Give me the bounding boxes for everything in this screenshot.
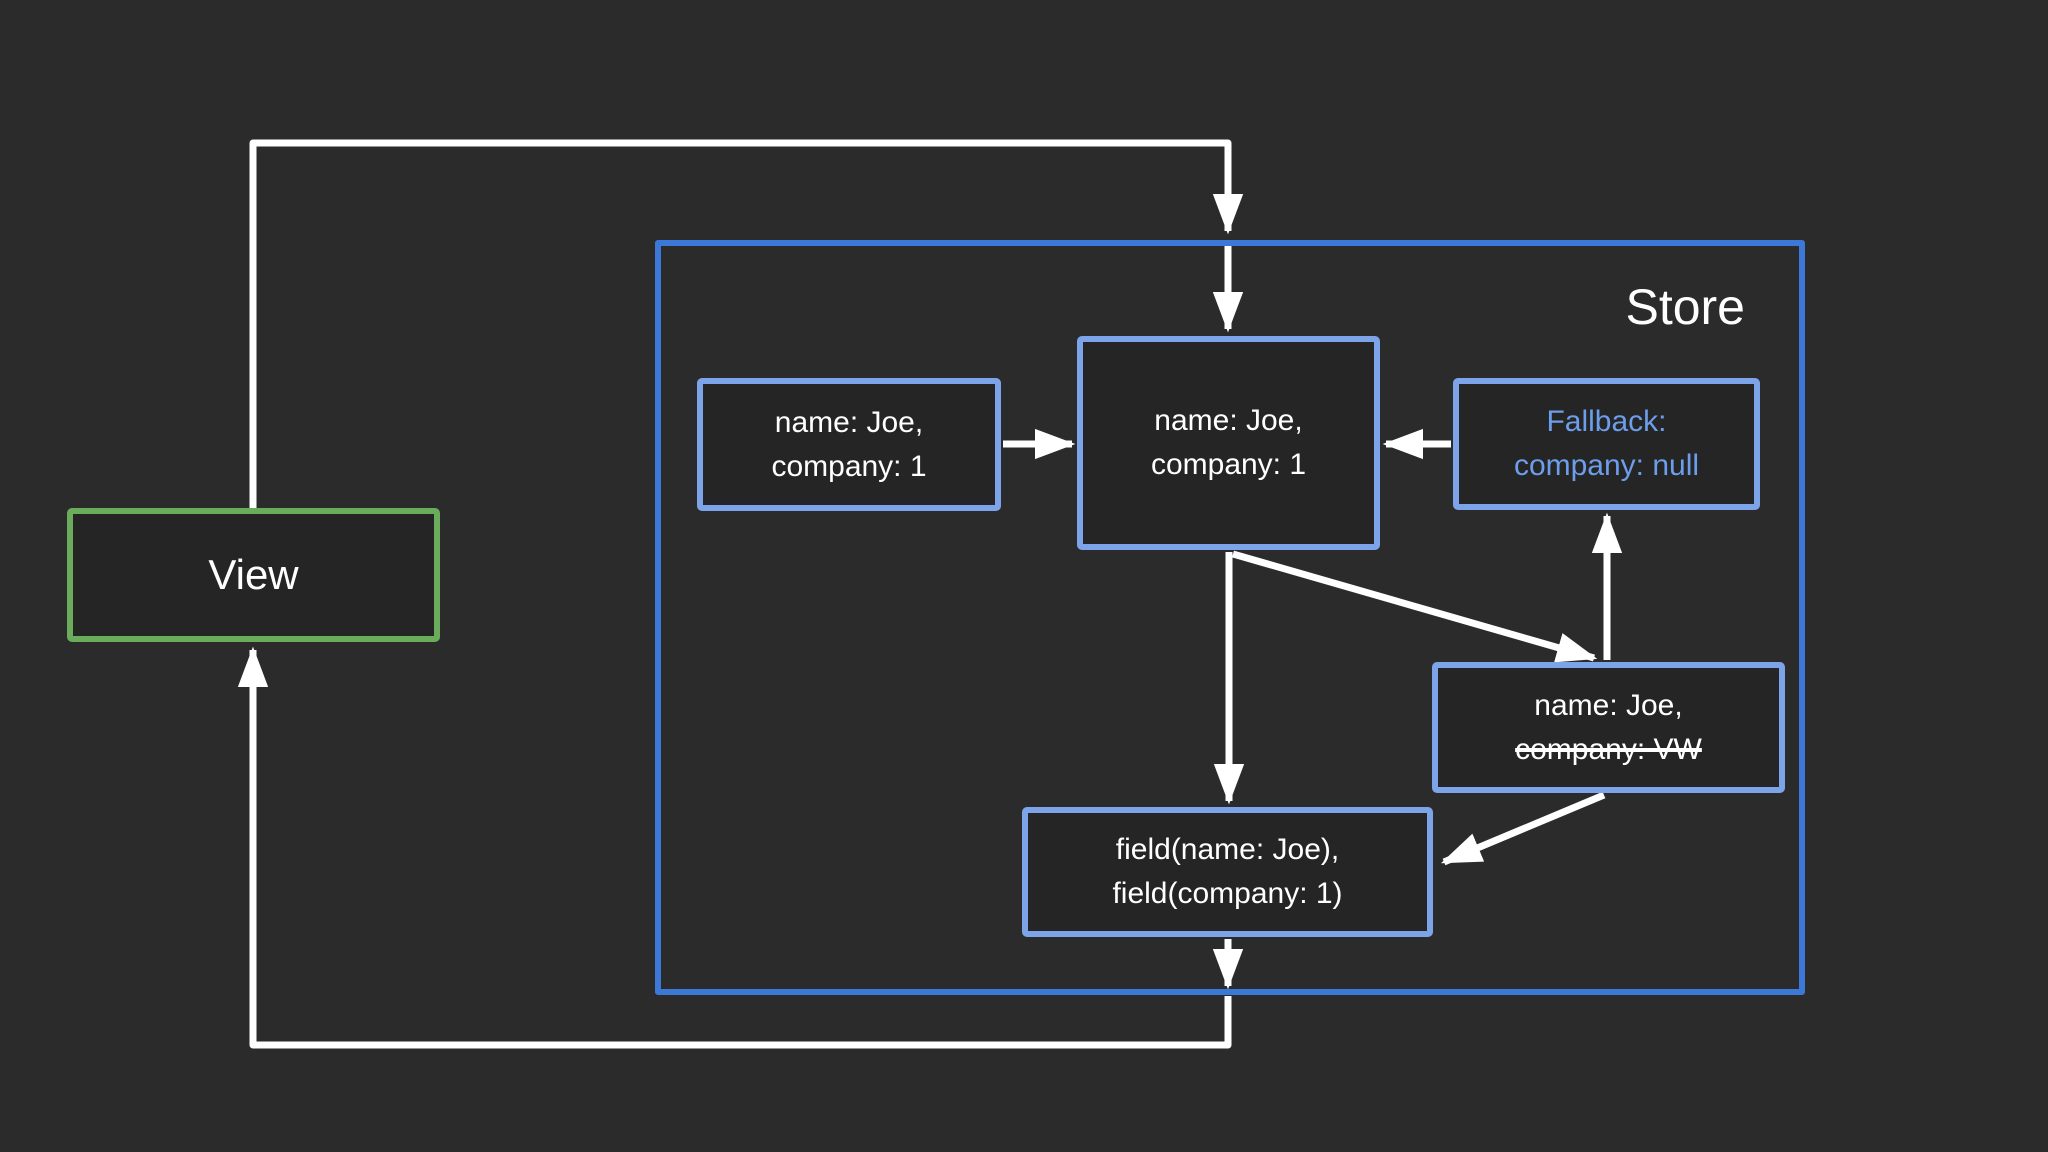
- fields-node-line1: field(name: Joe),: [1115, 833, 1340, 866]
- incoming-node-line1: name: Joe,: [774, 405, 924, 439]
- fallback-node-line2: company: null: [1513, 449, 1700, 482]
- merged-data-node: name: Joe, company: 1: [1077, 336, 1380, 550]
- fields-node-line2: field(company: 1): [1112, 877, 1343, 910]
- arrow-store-to-view: [237, 646, 1232, 1049]
- view-node: View: [67, 508, 440, 642]
- view-node-label: View: [208, 551, 299, 598]
- store-container: Store: [655, 240, 1805, 995]
- previous-node-line2-strikethrough: company: VW: [1515, 732, 1702, 766]
- incoming-node-line2: company: 1: [771, 449, 927, 483]
- fallback-node-line1: Fallback:: [1546, 405, 1667, 438]
- previous-data-node: name: Joe, company: VW: [1432, 662, 1785, 793]
- arrow-view-to-store: [249, 139, 1244, 508]
- merged-node-line2: company: 1: [1150, 448, 1307, 481]
- merged-node-line1: name: Joe,: [1154, 404, 1303, 437]
- store-label: Store: [1625, 279, 1745, 335]
- previous-node-line1: name: Joe,: [1534, 688, 1683, 722]
- fallback-node: Fallback: company: null: [1453, 378, 1760, 510]
- arrow-merged-to-previous: [1232, 550, 1598, 663]
- arrow-previous-to-fields: [1440, 791, 1606, 866]
- incoming-data-node: name: Joe, company: 1: [697, 378, 1001, 511]
- field-cache-node: field(name: Joe), field(company: 1): [1022, 807, 1433, 937]
